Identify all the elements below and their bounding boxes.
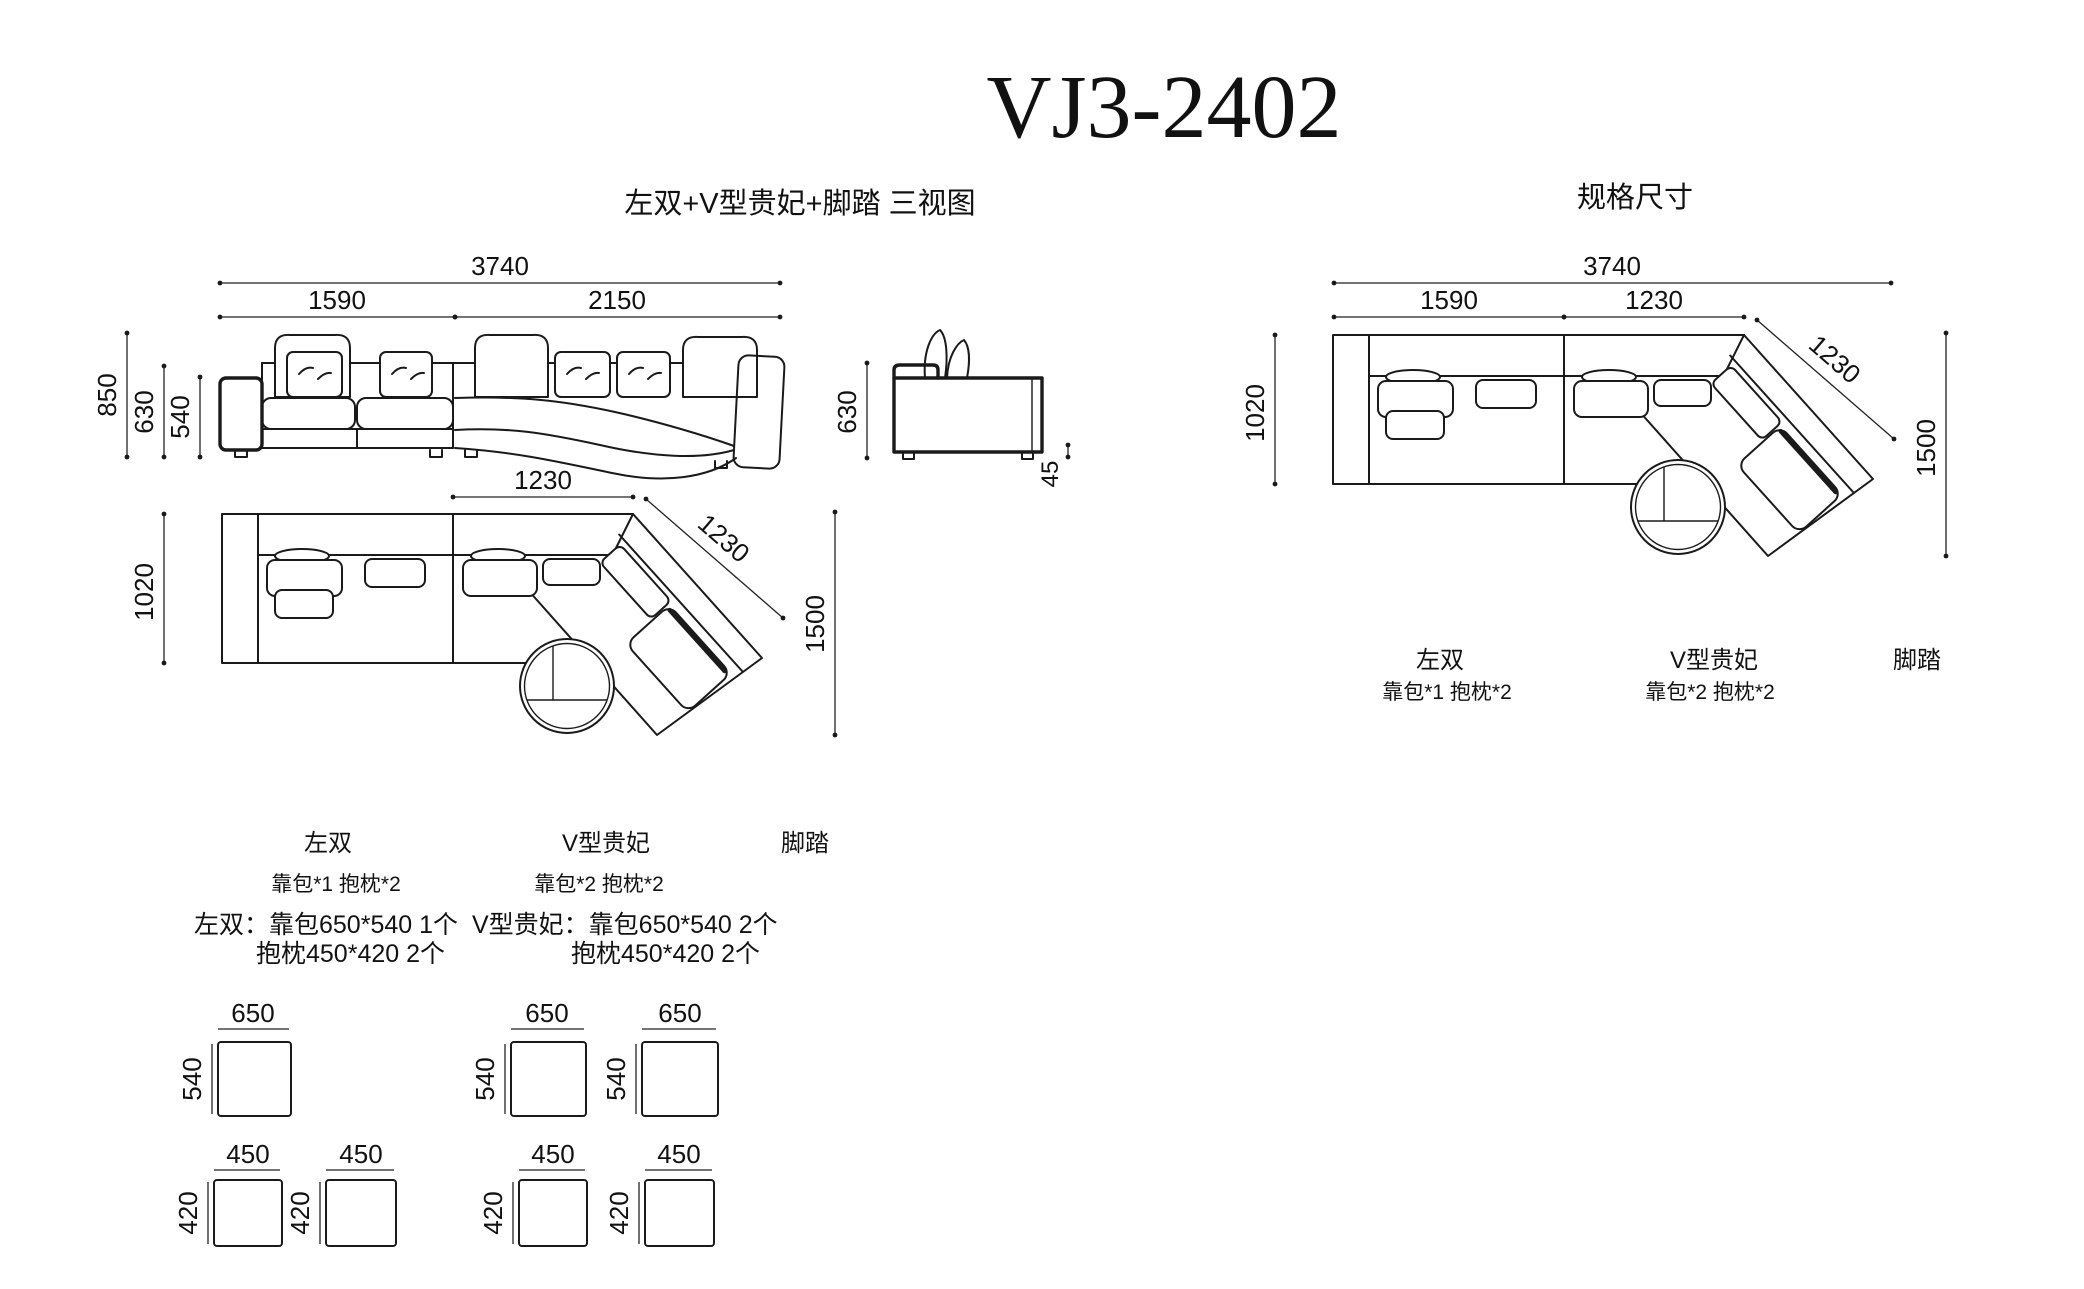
dim-front-back-height: 630 [129,390,159,433]
dim-front-total-width: 3740 [471,251,529,281]
cushion-notes: 左双：靠包650*540 1个 抱枕450*420 2个 V型贵妃：靠包650*… [194,911,778,968]
label-chaise: V型贵妃 [562,830,650,857]
label-left-double: 左双 [304,830,352,857]
back-cushion-diagram-1: 650 540 [177,998,292,1117]
throw-pillow-diagram-4: 450 420 [604,1139,715,1247]
plan-view-right: 3740 1590 1230 1020 1230 1500 左双 靠包*1 抱枕… [1240,251,1949,704]
chaise-front-curve [454,428,735,458]
spec-label-chaise-detail: 靠包*2 抱枕*2 [1645,681,1775,704]
three-view-heading: 左双+V型贵妃+脚踏 三视图 [624,187,975,220]
dim-spec-depth: 1020 [1240,384,1270,442]
chaise-seat-top-curve [454,396,735,447]
label-left-double-detail: 靠包*1 抱枕*2 [271,873,401,896]
throw-pillow-diagram-1: 450 420 [173,1139,283,1247]
svg-text:450: 450 [657,1139,700,1169]
note-left-line2: 抱枕450*420 2个 [256,940,445,968]
front-view: 3740 1590 2150 850 630 540 [92,251,786,480]
svg-text:420: 420 [285,1191,315,1234]
svg-text:540: 540 [177,1057,207,1100]
back-cushion-diagram-2: 650 540 [470,998,587,1117]
spec-label-chaise: V型贵妃 [1670,647,1758,674]
pillow-mark-3 [566,366,600,380]
front-leg-1 [234,449,248,458]
side-leg-1 [902,451,915,460]
side-body [892,376,1044,454]
svg-text:450: 450 [339,1139,382,1169]
back-cushion-diagram-3: 650 540 [601,998,719,1117]
label-footstool: 脚踏 [781,830,829,857]
front-leg-4 [714,460,728,469]
side-armrest [892,363,940,380]
throw-pillow-4 [616,351,671,398]
svg-text:420: 420 [604,1191,634,1234]
throw-pillow-diagram-3: 450 420 [478,1139,588,1247]
front-left-arm [218,376,264,452]
dim-plan-depth: 1020 [129,563,159,621]
label-chaise-detail: 靠包*2 抱枕*2 [534,873,664,896]
side-view: 630 45 [832,329,1071,488]
back-cushion-large-3 [682,335,758,398]
dim-plan-chaise-length: 1500 [800,595,830,653]
dim-front-total-height: 850 [92,373,122,416]
dim-front-arm-height: 540 [165,395,195,438]
back-cushion-large-2 [474,333,549,398]
side-pillow-1 [923,329,948,379]
page-title: VJ3-2402 [987,58,1342,157]
note-chaise-line1: V型贵妃：靠包650*540 2个 [472,911,778,939]
side-leg-2 [1021,451,1034,460]
dim-spec-chaise-length: 1500 [1911,419,1941,477]
svg-text:420: 420 [478,1191,508,1234]
front-leg-2 [429,449,443,458]
dim-front-left-width: 1590 [308,285,366,315]
dim-spec-chaise-start: 1230 [1625,285,1683,315]
dim-plan-chaise-start: 1230 [514,465,572,495]
svg-text:650: 650 [658,998,701,1028]
spec-label-footstool: 脚踏 [1893,647,1941,674]
throw-pillow-2 [379,351,433,398]
svg-text:450: 450 [226,1139,269,1169]
svg-text:540: 540 [601,1057,631,1100]
note-left-line1: 左双：靠包650*540 1个 [194,911,458,939]
front-right-arm [732,354,786,470]
dim-leg-height: 45 [1037,461,1064,488]
dim-spec-chaise-width: 1230 [1803,329,1866,390]
note-chaise-line2: 抱枕450*420 2个 [571,940,760,968]
front-base-lines [261,428,454,449]
seat-cushion-1 [261,397,356,430]
front-leg-3 [464,449,478,458]
pillow-mark-1 [298,366,332,380]
dim-plan-chaise-width: 1230 [692,508,755,569]
svg-text:650: 650 [525,998,568,1028]
dim-side-height: 630 [832,390,862,433]
svg-text:650: 650 [231,998,274,1028]
throw-pillow-3 [554,351,611,398]
spec-heading: 规格尺寸 [1577,181,1693,214]
pillow-mark-4 [628,366,662,380]
dim-spec-left-width: 1590 [1420,285,1478,315]
svg-text:450: 450 [531,1139,574,1169]
svg-text:420: 420 [173,1191,203,1234]
dim-spec-total-width: 3740 [1583,251,1641,281]
side-pillow-2 [946,339,970,379]
throw-pillow-diagram-2: 450 420 [285,1139,397,1247]
dim-front-chaise-width: 2150 [588,285,646,315]
spec-label-left-double: 左双 [1416,647,1464,674]
svg-text:540: 540 [470,1057,500,1100]
plan-view-left: 1020 1230 1230 1500 左双 靠包*1 抱枕*2 V型贵妃 靠包… [129,465,838,896]
seat-cushion-2 [356,397,454,430]
cushion-diagrams: 650 540 650 540 650 540 450 420 [173,998,719,1247]
throw-pillow-1 [286,351,343,398]
spec-label-left-double-detail: 靠包*1 抱枕*2 [1382,681,1512,704]
pillow-mark-2 [391,366,425,380]
chaise-bottom-curve [454,447,737,480]
